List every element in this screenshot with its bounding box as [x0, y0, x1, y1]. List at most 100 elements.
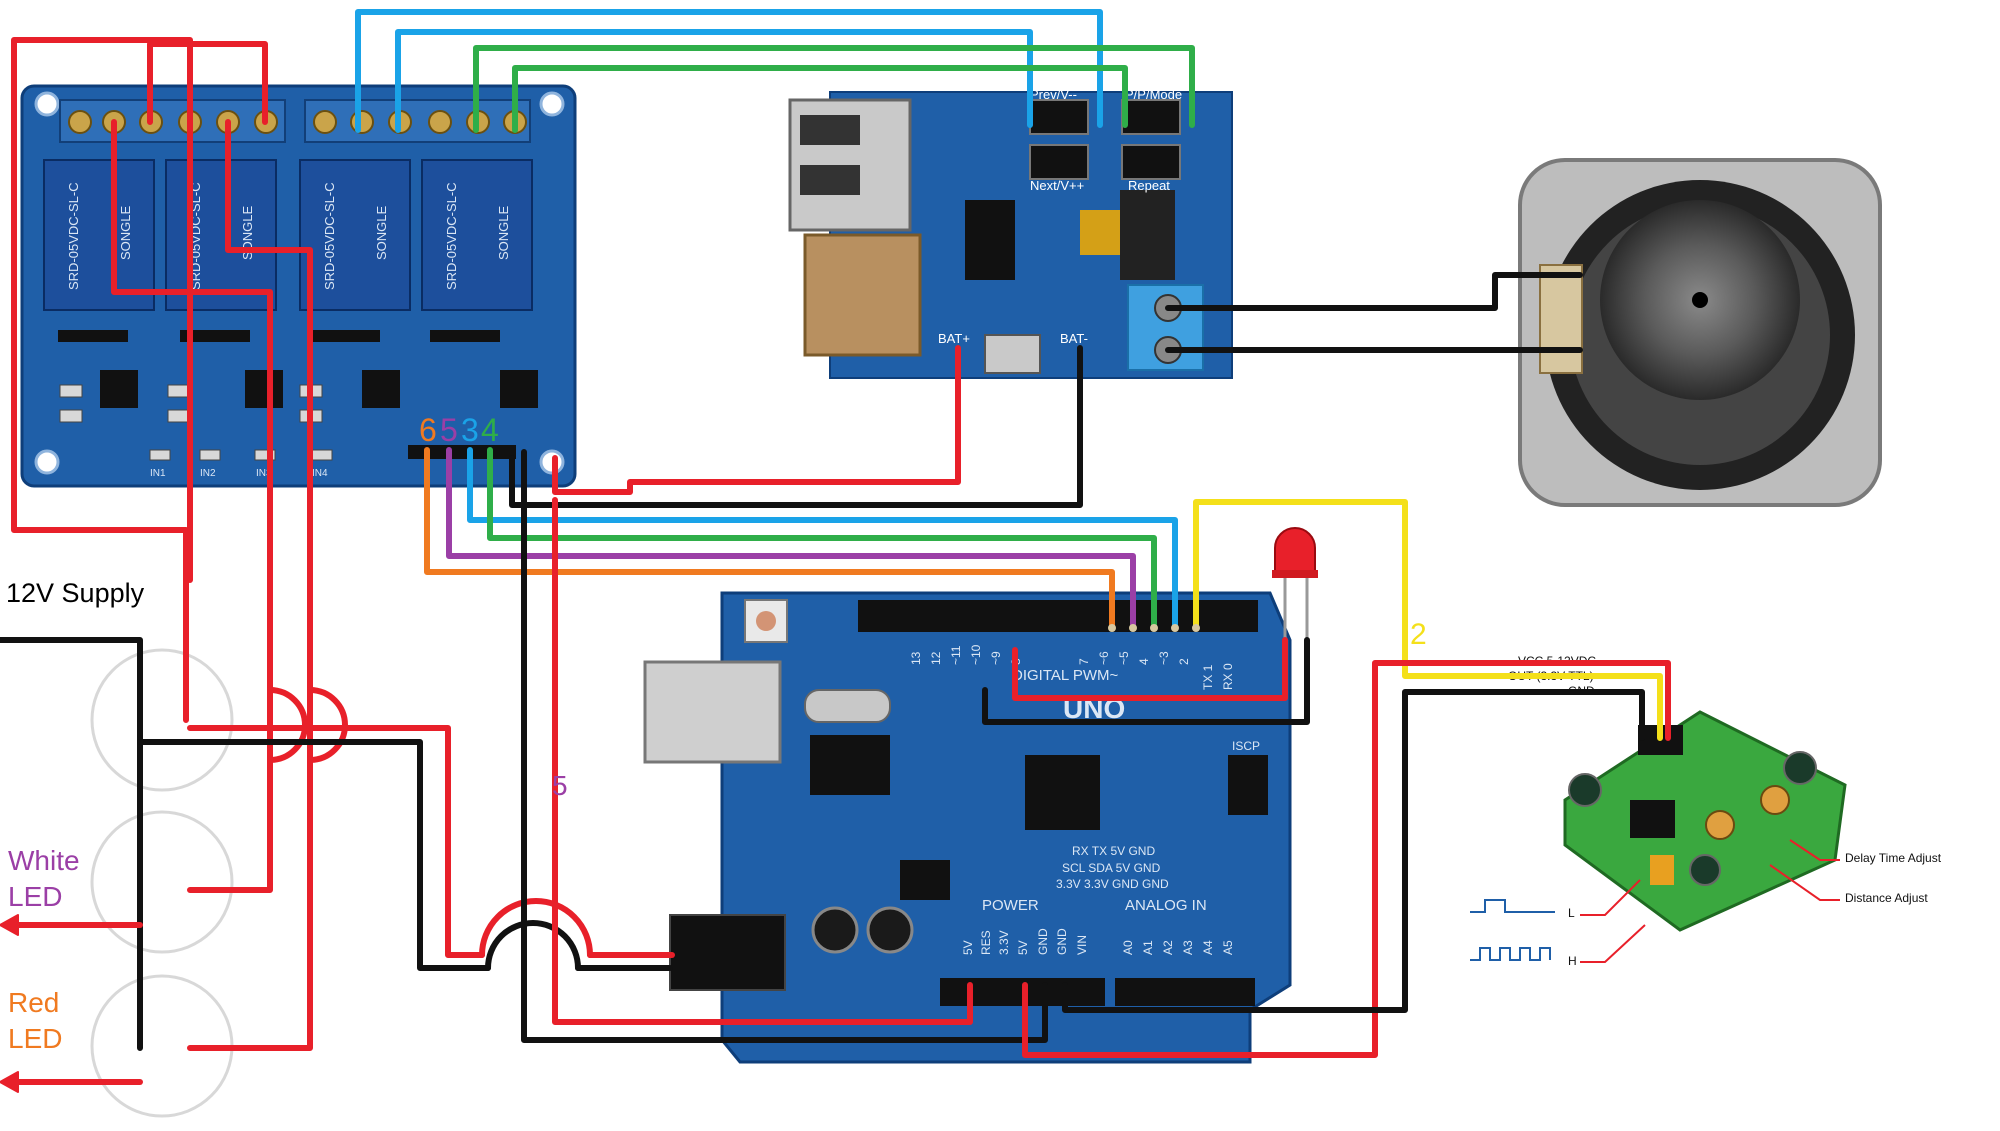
arduino-uno-board: UNO DIGITAL PWM~ POWER ANALOG IN ISCP RX…: [643, 591, 1292, 1064]
relay-in2-label: IN2: [200, 468, 216, 479]
relay-pin-label-6: 6: [419, 412, 437, 448]
digital-header-label: DIGITAL PWM~: [1012, 667, 1119, 684]
wire-orange-6: [424, 447, 1115, 631]
relay-4-brand: SONGLE: [496, 205, 511, 260]
analog-pin-a5: A5: [1221, 940, 1235, 955]
wire-black-supply: [0, 637, 143, 1051]
wire-yellow-pir-out: [1193, 499, 1663, 741]
icsp-label: ISCP: [1232, 739, 1260, 753]
power-label: POWER: [982, 897, 1039, 914]
mp3-player-module: Prev/V-- P/P/Mode Next/V++ Repeat BAT+ B…: [788, 87, 1233, 379]
analog-pin-a0: A0: [1121, 940, 1135, 955]
analog-header: [1115, 978, 1255, 1006]
analog-pin-a4: A4: [1201, 940, 1215, 955]
relay-in4-label: IN4: [312, 468, 328, 479]
pir-h-annotation: H: [1568, 954, 1577, 968]
wire-black-supply-branch: [137, 739, 491, 971]
wire-red-relay-bottom-1: [111, 119, 273, 893]
dc-power-jack: [669, 914, 786, 991]
wire-blue-2: [395, 29, 1033, 133]
silk-row-3: 3.3V 3.3V GND GND: [1056, 877, 1169, 891]
relay-1-brand: SONGLE: [118, 205, 133, 260]
wire-black-speaker-1: [1165, 272, 1583, 311]
wire-red-relay-top: [147, 41, 268, 125]
wire-red-led-anode: [1012, 637, 1288, 701]
icsp-header: [1228, 755, 1268, 815]
wire-red-supply-top: [11, 37, 193, 723]
relay-3-text: SRD-05VDC-SL-C: [322, 182, 337, 290]
relay-in3-label: IN3: [256, 468, 272, 479]
socket-1: [90, 648, 234, 792]
wire-purple-5: [446, 447, 1136, 631]
wire-black-relay-gnd: [521, 449, 1048, 1043]
wire-label-5: 5: [552, 770, 568, 801]
power-pin-5: GND: [1036, 928, 1050, 955]
prev-button[interactable]: [1029, 99, 1089, 135]
wire-red-hop: [479, 898, 593, 958]
analog-pin-a1: A1: [1141, 940, 1155, 955]
wires: [0, 9, 1671, 1093]
relay-3-brand: SONGLE: [374, 205, 389, 260]
digital-pin-10: ~10: [969, 644, 983, 665]
relay-4-text: SRD-05VDC-SL-C: [444, 182, 459, 290]
relay-pin-label-3: 3: [461, 412, 479, 448]
relay-in1-label: IN1: [150, 468, 166, 479]
wire-green-1: [473, 45, 1195, 133]
power-pin-3: 3.3V: [997, 930, 1011, 955]
analog-pin-a3: A3: [1181, 940, 1195, 955]
wire-red-supply-to-jack: [187, 725, 485, 958]
pir-delay-annotation: Delay Time Adjust: [1845, 851, 1942, 865]
digital-pin-12: 12: [929, 651, 943, 665]
next-label: Next/V++: [1030, 178, 1084, 193]
wire-red-pir-vcc: [1022, 660, 1671, 1058]
wire-green-4: [487, 447, 1157, 631]
wire-black-pir-gnd: [1062, 689, 1645, 1013]
digital-pin-tx: TX 1: [1201, 664, 1215, 690]
relay-pin-label-5: 5: [440, 412, 458, 448]
digital-pin-13: 13: [909, 651, 923, 665]
silk-row-2: SCL SDA 5V GND: [1062, 861, 1161, 875]
digital-pin-rx: RX 0: [1221, 663, 1235, 690]
wire-black-led-cathode: [982, 637, 1310, 725]
relay-pin-label-4: 4: [481, 412, 499, 448]
wire-black-bat-minus: [509, 345, 1083, 508]
red-led-label-line1: Red: [8, 987, 60, 1018]
red-led-arrow: [0, 1071, 19, 1093]
wire-black-hop: [485, 920, 581, 971]
supply-label: 12V Supply: [6, 578, 145, 608]
repeat-button[interactable]: [1121, 144, 1181, 180]
analog-label: ANALOG IN: [1125, 897, 1207, 914]
sd-card-slot: [803, 233, 922, 357]
wire-red-bat-plus: [552, 345, 961, 495]
analog-pin-a2: A2: [1161, 940, 1175, 955]
pir-l-annotation: L: [1568, 906, 1575, 920]
bat-plus-label: BAT+: [938, 331, 970, 346]
digital-pin-3: ~3: [1157, 651, 1171, 665]
usb-b-port: [643, 660, 782, 764]
micro-usb-port: [984, 334, 1041, 374]
pir-motion-sensor: VCC 5-12VDC OUT (3.3V TTL) GND Delay Tim…: [1470, 654, 1942, 968]
wire-blue-3: [467, 447, 1178, 631]
wire-red-relay-bottom-2: [187, 119, 313, 1051]
digital-header: [858, 600, 1258, 632]
relay-1-text: SRD-05VDC-SL-C: [66, 182, 81, 290]
digital-pin-7: 7: [1077, 658, 1091, 665]
digital-pin-5: ~5: [1117, 651, 1131, 665]
next-button[interactable]: [1029, 144, 1089, 180]
silk-row-1: RX TX 5V GND: [1072, 844, 1155, 858]
digital-pin-9: ~9: [989, 651, 1003, 665]
relay-2-brand: SONGLE: [240, 205, 255, 260]
bat-minus-label: BAT-: [1060, 331, 1088, 346]
power-pin-4: 5V: [1016, 940, 1030, 955]
white-led-arrow: [0, 914, 19, 936]
power-pin-1: 5V: [961, 940, 975, 955]
white-led-label: White LED: [8, 843, 80, 915]
play-pause-button[interactable]: [1121, 99, 1181, 135]
white-led-label-line2: LED: [8, 881, 63, 912]
white-led-label-line1: White: [8, 845, 80, 876]
speaker: [1518, 158, 1882, 507]
digital-pin-4: 4: [1137, 658, 1151, 665]
power-pin-2: RES: [979, 930, 993, 955]
digital-pin-11: ~11: [949, 645, 963, 665]
indicator-led: [1272, 527, 1318, 640]
